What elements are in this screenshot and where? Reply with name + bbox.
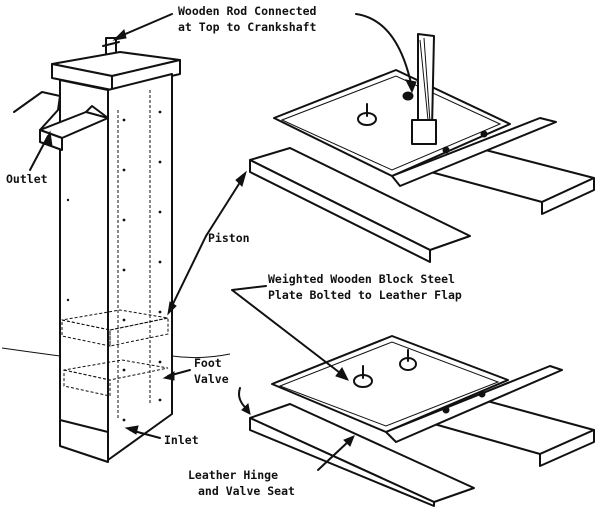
leather-hinge-label-line1: Leather Hinge — [188, 468, 278, 482]
weighted-block-label-line1: Weighted Wooden Block Steel — [268, 272, 455, 286]
wooden-rod-label-line1: Wooden Rod Connected — [178, 4, 317, 18]
shaft-front — [59, 79, 109, 461]
foot-valve-label-line2: Valve — [194, 372, 229, 386]
water-line — [1, 347, 61, 357]
leader-lines — [29, 13, 417, 471]
foot-valve-flap-plate — [271, 335, 509, 433]
piston-flap-plate — [273, 69, 511, 177]
piston-valve-assembly — [249, 33, 595, 263]
pump-body — [1, 37, 231, 463]
wooden-rod-label-line2: at Top to Crankshaft — [178, 20, 317, 34]
outlet-label: Outlet — [6, 172, 48, 186]
foot-valve-assembly — [249, 335, 595, 507]
labels: Wooden Rod Connected at Top to Crankshaf… — [6, 4, 462, 498]
weighted-block-label-line2: Plate Bolted to Leather Flap — [268, 288, 462, 302]
inlet-label: Inlet — [164, 433, 199, 447]
piston-label: Piston — [208, 231, 250, 245]
foot-valve-label-line1: Foot — [194, 356, 222, 370]
leather-hinge-label-line2: and Valve Seat — [198, 484, 295, 498]
